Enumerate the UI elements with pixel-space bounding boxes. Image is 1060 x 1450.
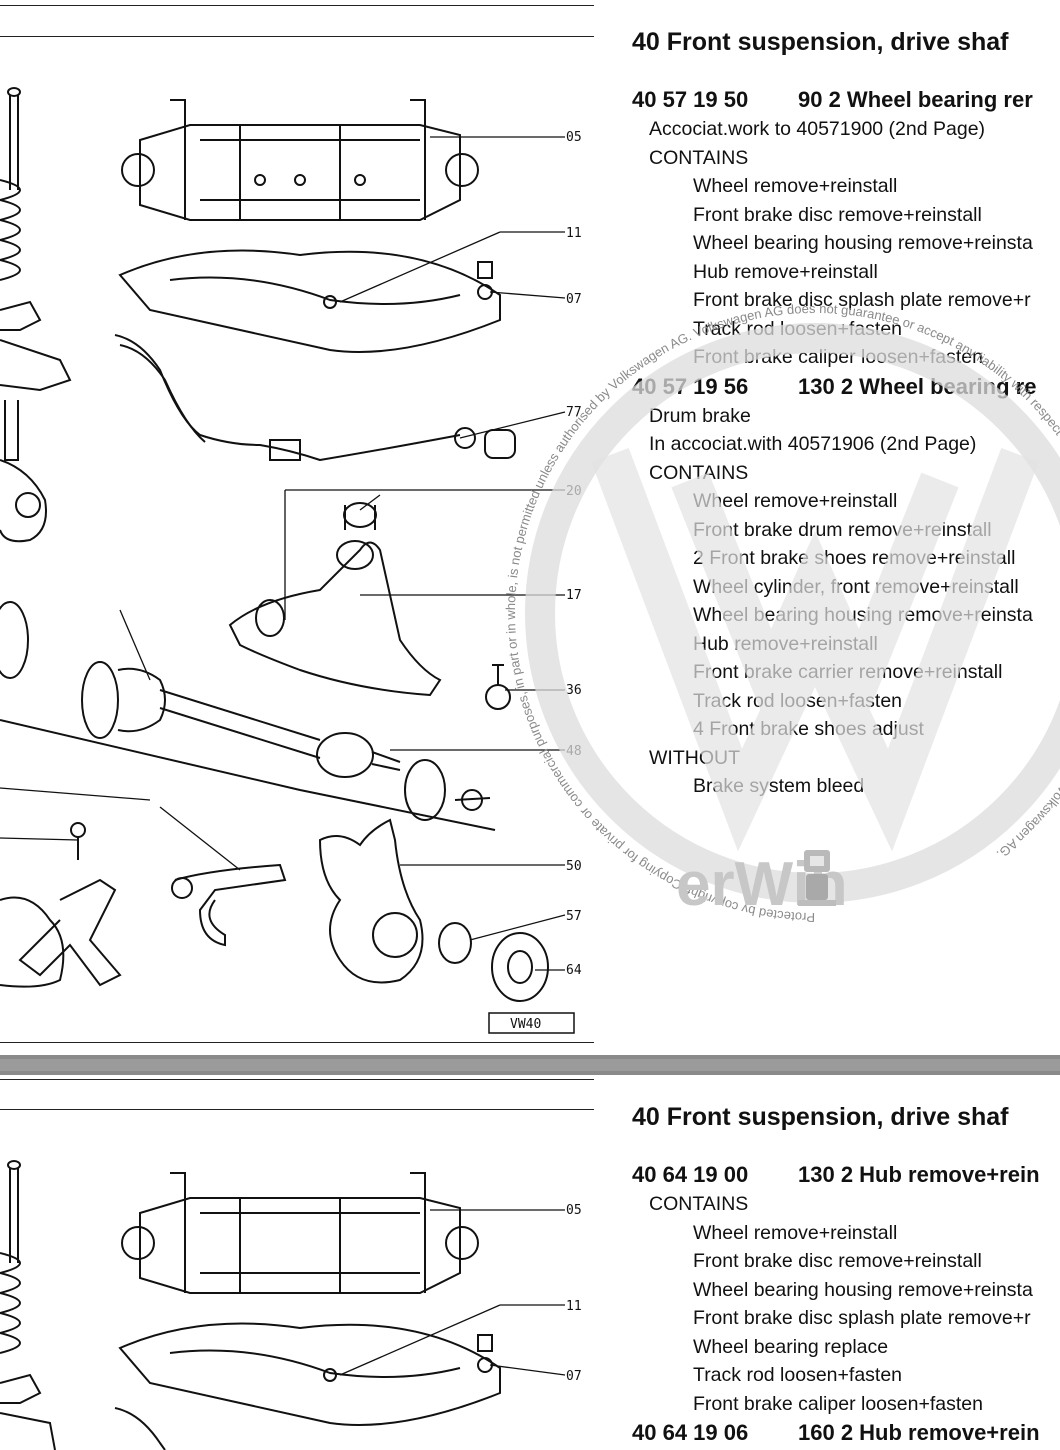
operation-header: 40 57 19 50 90 2 Wheel bearing rer [632, 85, 1060, 115]
front-suspension-exploded-diagram: 05 11 07 [0, 1160, 582, 1450]
figure-frame-bottom [0, 1042, 594, 1043]
operation-note: CONTAINS [649, 146, 749, 169]
operation-number: 40 57 19 56 [632, 373, 749, 399]
operation-step: Wheel remove+reinstall [693, 1221, 898, 1244]
operation-title: 130 2 Wheel bearing re [798, 373, 1037, 399]
callout-11: 11 [566, 226, 582, 241]
figure-frame-top [0, 36, 594, 37]
operation-block: 40 57 19 56 130 2 Wheel bearing re Drum br… [632, 372, 1060, 801]
section-heading: 40 Front suspension, drive shaf [632, 1103, 1009, 1131]
operation-number: 40 57 19 50 [632, 87, 749, 112]
callout-11: 11 [566, 1299, 582, 1314]
operation-note: CONTAINS [649, 461, 749, 484]
operation-number: 40 64 19 06 [632, 1420, 749, 1445]
operation-step: Front brake disc remove+reinstall [693, 1250, 982, 1272]
operation-block: 40 64 19 06 160 2 Hub remove+rein [632, 1418, 1060, 1448]
callout-64: 64 [566, 963, 582, 978]
figure-id-box [488, 1012, 575, 1034]
operation-step: 4 Front brake shoes adjust [693, 718, 924, 740]
operation-step: Wheel remove+reinstall [693, 490, 898, 512]
operation-step: Track rod loosen+fasten [693, 317, 903, 340]
operation-step: Front brake disc splash plate remove+r [693, 1307, 1031, 1329]
figure-id: VW40 [510, 1017, 541, 1032]
callout-07: 07 [566, 1369, 582, 1384]
page-separator [0, 1055, 1060, 1075]
operation-step: Wheel bearing housing remove+reinsta [693, 232, 1033, 254]
operation-step: Wheel bearing housing remove+reinsta [693, 1278, 1033, 1301]
operation-step: Wheel remove+reinstall [693, 175, 898, 197]
front-suspension-exploded-diagram: 05 11 07 77 20 17 36 48 50 57 64 VW40 [0, 87, 582, 1034]
callout-57: 57 [566, 909, 582, 924]
operations-text-column: 40 Front suspension, drive shaf 40 57 19… [632, 27, 1060, 801]
section-heading: 40 Front suspension, drive shaf [632, 28, 1009, 56]
callout-07: 07 [566, 292, 582, 307]
callout-50: 50 [566, 859, 582, 874]
operation-step: Front brake disc splash plate remove+r [693, 289, 1031, 311]
callout-36: 36 [566, 683, 582, 698]
manual-page-top: 05 11 07 77 20 17 36 48 50 57 64 VW40 40… [0, 5, 1060, 1043]
operations-text-column: 40 Front suspension, drive shaf 40 64 19… [632, 1102, 1060, 1448]
operation-step: Front brake carrier remove+reinstall [693, 661, 1003, 683]
operation-header: 40 57 19 56 130 2 Wheel bearing re [632, 372, 1060, 402]
operation-step: Wheel cylinder, front remove+reinstall [693, 575, 1019, 598]
callout-05: 05 [566, 130, 582, 145]
manual-page-bottom: 05 11 07 40 Front suspension, drive shaf… [0, 1075, 1060, 1450]
callout-17: 17 [566, 588, 582, 603]
callout-77: 77 [566, 405, 582, 420]
operation-step: Wheel bearing housing remove+reinsta [693, 604, 1033, 626]
operation-step: Front brake disc remove+reinstall [693, 203, 982, 226]
operation-note: In accociat.with 40571906 (2nd Page) [649, 433, 977, 455]
operation-title: 90 2 Wheel bearing rer [798, 87, 1033, 112]
operation-title: 130 2 Hub remove+rein [798, 1162, 1040, 1187]
operation-note: Accociat.work to 40571900 (2nd Page) [649, 118, 986, 140]
operation-step: Front brake caliper loosen+fasten [693, 346, 983, 368]
operation-step: Track rod loosen+fasten [693, 1364, 903, 1386]
operation-number: 40 64 19 00 [632, 1162, 749, 1187]
operation-step: Front brake drum remove+reinstall [693, 518, 992, 541]
callout-05: 05 [566, 1203, 582, 1218]
robot-mascot-icon [798, 850, 836, 906]
operation-step: Hub remove+reinstall [693, 260, 878, 283]
page-border-top [0, 1079, 594, 1080]
callout-20: 20 [566, 484, 582, 499]
operation-step: Hub remove+reinstall [693, 632, 878, 655]
figure-frame-top [0, 1109, 594, 1110]
operation-step: Track rod loosen+fasten [693, 689, 903, 712]
operation-step: 2 Front brake shoes remove+reinstall [693, 547, 1016, 569]
operation-step: Front brake caliper loosen+fasten [693, 1392, 983, 1415]
operation-step: Brake system bleed [693, 775, 865, 797]
operation-note: CONTAINS [649, 1193, 749, 1215]
operation-note: WITHOUT [649, 746, 740, 769]
operation-note: Drum brake [649, 404, 751, 427]
page-border-top [0, 5, 594, 6]
operation-title: 160 2 Hub remove+rein [798, 1420, 1040, 1445]
erwin-logo-text: erWin [676, 850, 848, 919]
operation-header: 40 64 19 06 160 2 Hub remove+rein [632, 1418, 1060, 1448]
operation-header: 40 64 19 00 130 2 Hub remove+rein [632, 1160, 1060, 1190]
callout-48: 48 [566, 744, 582, 759]
operation-step: Wheel bearing replace [693, 1335, 889, 1358]
